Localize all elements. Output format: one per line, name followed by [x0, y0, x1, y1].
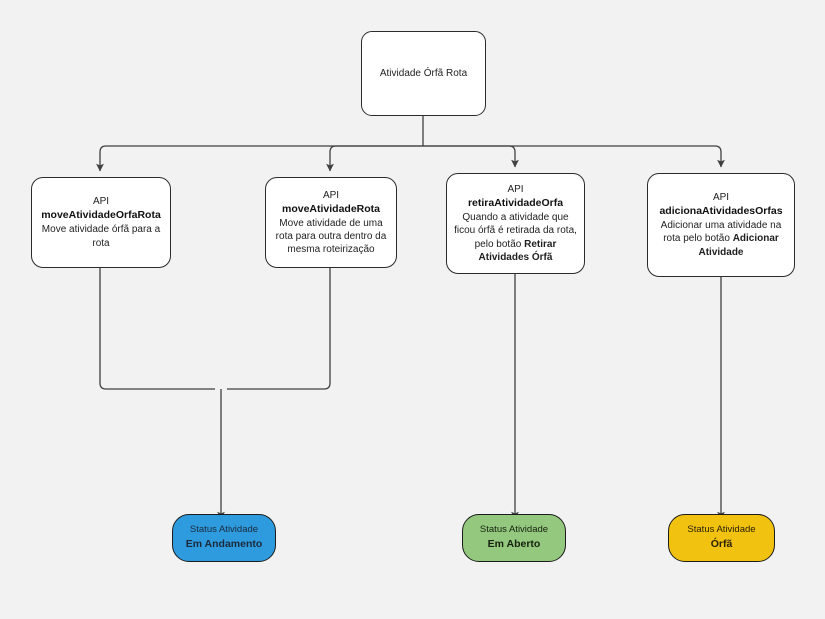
- node-api-retira-atividade-orfa[interactable]: API retiraAtividadeOrfa Quando a ativida…: [446, 173, 585, 274]
- api-kind-label: API: [322, 189, 340, 201]
- status-caption: Status Atividade: [687, 523, 756, 535]
- api-description: Adicionar uma atividade na rota pelo bot…: [660, 220, 782, 258]
- edge-bus-to-api-3: [423, 145, 519, 168]
- api-description-emphasis: Adicionar Atividade: [698, 233, 779, 258]
- node-status-em-aberto[interactable]: Status Atividade Em Aberto: [462, 514, 566, 562]
- api-name: adicionaAtividadesOrfas: [659, 205, 783, 218]
- api-kind-label: API: [92, 196, 110, 208]
- api-description: Move atividade órfã para a rota: [41, 224, 161, 249]
- node-api-adiciona-atividades-orfas[interactable]: API adicionaAtividadesOrfas Adicionar um…: [647, 173, 795, 277]
- api-name: moveAtividadeRota: [281, 202, 381, 215]
- api-name: retiraAtividadeOrfa: [467, 197, 564, 210]
- status-caption: Status Atividade: [189, 523, 259, 535]
- edge-api1-to-merge: [99, 268, 215, 390]
- status-value: Em Andamento: [185, 538, 263, 551]
- edge-bus-to-api-4: [423, 145, 725, 168]
- api-name: moveAtividadeOrfaRota: [41, 209, 161, 222]
- edge-bus-to-api-2: [326, 145, 423, 172]
- edge-bus-to-api-1: [96, 145, 423, 172]
- api-description: Quando a atividade que ficou órfã é reti…: [454, 212, 577, 263]
- node-status-em-andamento[interactable]: Status Atividade Em Andamento: [172, 514, 276, 562]
- api-kind-label: API: [712, 192, 730, 204]
- edge-api2-to-merge: [227, 268, 331, 390]
- node-api-move-atividade-rota[interactable]: API moveAtividadeRota Move atividade de …: [265, 177, 397, 268]
- status-caption: Status Atividade: [479, 523, 549, 535]
- root-label: Atividade Órfã Rota: [379, 67, 468, 79]
- node-status-orfa[interactable]: Status Atividade Órfã: [668, 514, 775, 562]
- api-description: Move atividade de uma rota para outra de…: [275, 217, 387, 256]
- node-api-move-atividade-orfa-rota[interactable]: API moveAtividadeOrfaRota Move atividade…: [31, 177, 171, 268]
- status-value: Órfã: [710, 538, 733, 551]
- node-atividade-orfa-rota[interactable]: Atividade Órfã Rota: [361, 31, 486, 116]
- api-kind-label: API: [507, 184, 524, 196]
- status-value: Em Aberto: [487, 538, 541, 551]
- api-description-emphasis: Retirar Atividades Órfã: [478, 238, 557, 263]
